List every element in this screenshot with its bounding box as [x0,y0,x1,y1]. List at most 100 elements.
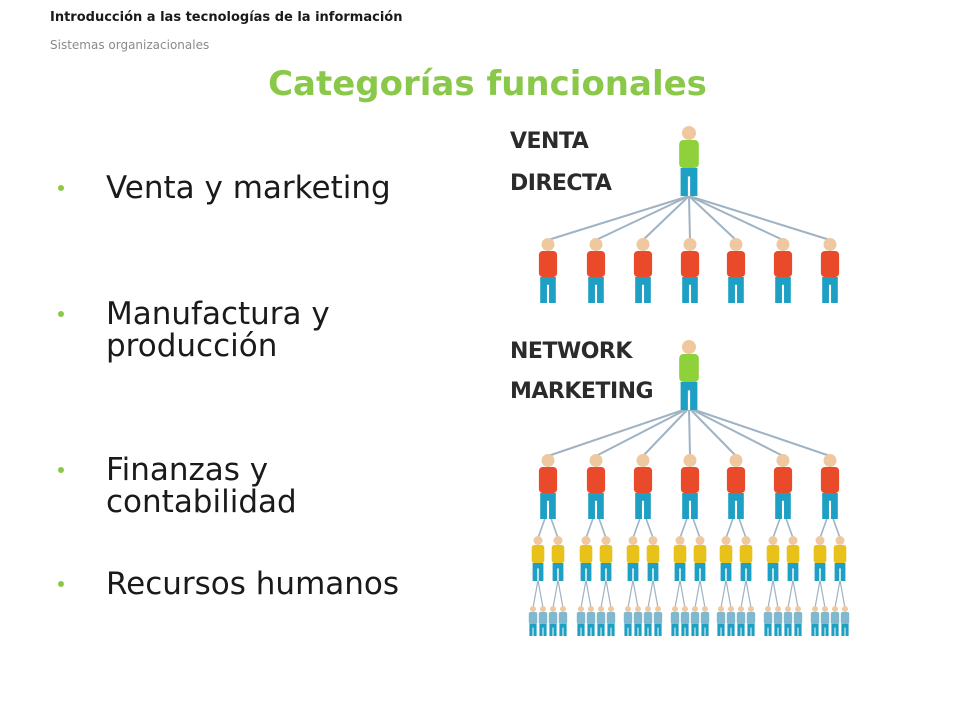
person-icon [690,606,700,636]
person-icon [700,606,710,636]
person-icon [626,536,640,581]
person-icon [830,606,840,636]
person-icon [793,606,803,636]
connector-line [652,579,659,609]
person-icon [586,606,596,636]
person-icon [783,606,793,636]
connector-line [725,579,732,609]
bullet-text: Finanzas y contabilidad [106,452,297,520]
network-label-line2: MARKETING [510,379,653,404]
connector-line [688,407,737,457]
connector-line [674,579,681,609]
connector-line [688,195,737,241]
person-icon [599,536,613,581]
person-icon [820,238,840,303]
connector-line [688,407,831,457]
connector-line [547,195,690,241]
person-icon [739,536,753,581]
person-icon [673,536,687,581]
person-icon [579,536,593,581]
connector-line [819,579,826,609]
person-icon [531,536,545,581]
connector-line [688,195,691,241]
connector-line [557,579,564,609]
person-icon [633,606,643,636]
person-icon [693,536,707,581]
person-icon [679,340,699,410]
bullet-dot-icon [58,581,64,587]
connector-line [699,579,706,609]
connector-line [720,579,727,609]
connector-line [834,579,841,609]
person-icon [810,606,820,636]
connector-line [627,579,634,609]
person-icon [763,606,773,636]
person-icon [786,536,800,581]
connector-line [642,407,690,457]
connector-line [605,579,612,609]
person-icon [623,606,633,636]
bullet-text: Recursos humanos [106,566,400,602]
person-icon [653,606,663,636]
connector-line [767,579,774,609]
connector-line [772,579,779,609]
person-icon [528,606,538,636]
connector-line [688,195,831,241]
person-icon [679,126,699,196]
course-title: Introducción a las tecnologías de la inf… [50,10,403,25]
connector-line [642,195,690,241]
network-label-line1: NETWORK [510,339,633,364]
connector-line [694,579,701,609]
person-icon [646,536,660,581]
person-icon [719,536,733,581]
person-icon [538,238,558,303]
connector-line [532,579,539,609]
bullet-text: Venta y marketing [106,170,391,206]
person-icon [716,606,726,636]
person-icon [833,536,847,581]
connector-line [679,579,686,609]
person-icon [586,238,606,303]
person-icon [551,536,565,581]
person-icon [643,606,653,636]
connector-line [547,407,690,457]
connector-line [580,579,587,609]
connector-line [688,407,691,457]
bullet-text: Manufactura y producción [106,296,330,364]
person-icon [680,238,700,303]
connector-line [792,579,799,609]
connector-line [600,579,607,609]
connector-line [595,407,690,457]
connector-line [647,579,654,609]
person-icon [576,606,586,636]
person-icon [606,606,616,636]
person-icon [680,606,690,636]
person-icon [766,536,780,581]
person-icon [746,606,756,636]
connector-line [839,579,846,609]
direct-label-line2: DIRECTA [510,171,612,196]
bullet-dot-icon [58,185,64,191]
connector-line [688,195,784,241]
person-icon [773,454,793,519]
connector-line [552,579,559,609]
bullet-list: Venta y marketing Manufactura y producci… [58,0,458,720]
person-icon [633,238,653,303]
sales-structure-diagram: VENTA DIRECTA NETWORK MARKETING [510,126,850,636]
connector-line [787,579,794,609]
bullet-dot-icon [58,311,64,317]
bullet-dot-icon [58,467,64,473]
slide-title: Categorías funcionales [268,64,707,104]
connector-line [814,579,821,609]
course-subtitle: Sistemas organizacionales [50,38,210,52]
connector-line [740,579,747,609]
person-icon [773,606,783,636]
person-icon [726,238,746,303]
person-icon [820,454,840,519]
person-icon [726,454,746,519]
connector-line [688,407,784,457]
person-icon [813,536,827,581]
person-icon [670,606,680,636]
person-icon [586,454,606,519]
person-icon [820,606,830,636]
